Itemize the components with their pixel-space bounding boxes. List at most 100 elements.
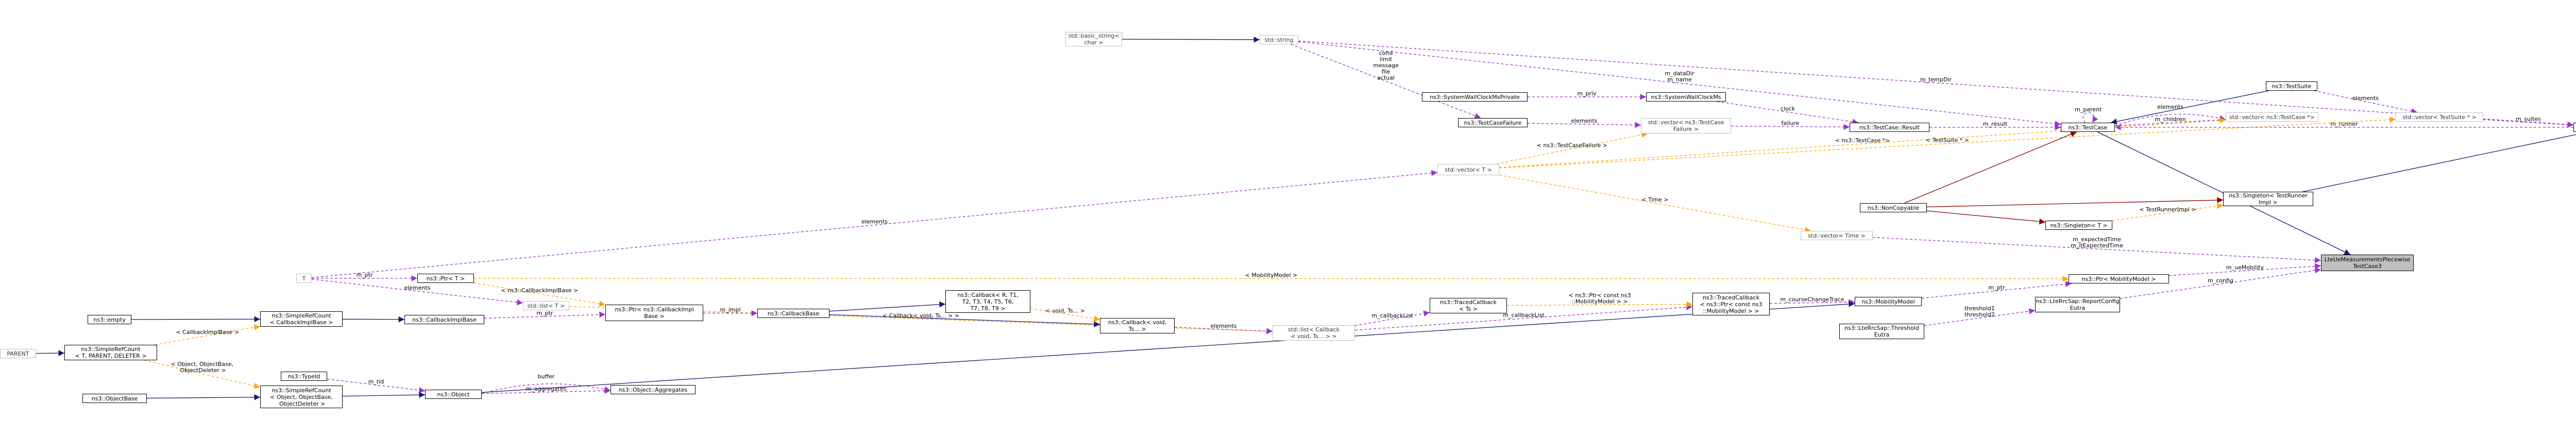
edge-tcresult-to-testcase: m_result: [1929, 121, 2061, 130]
edge-vec-t-to-vec-time: < Time >: [1499, 175, 1811, 233]
edge-line: [1921, 281, 2072, 299]
class-node-objectbase[interactable]: ns3::ObjectBase: [82, 394, 147, 403]
edge-label: failure: [1782, 120, 1800, 127]
class-node-tcresult[interactable]: ns3::TestCase::Result: [1850, 123, 1929, 132]
class-node-objaggregates[interactable]: ns3::Object::Aggregates: [611, 385, 696, 394]
edge-label: m_runner: [2331, 121, 2358, 127]
edge-src-obj-to-object: [342, 392, 426, 398]
edge-label: < void, Ts... >: [1045, 307, 1085, 314]
edge-line: [1904, 131, 2077, 204]
edge-line: [1354, 310, 1430, 326]
edge-line: [2114, 116, 2226, 126]
edge-noncopyable-to-testcase: [1904, 131, 2077, 204]
edge-object-to-mobilitymodel: [481, 301, 1855, 393]
edge-line: [311, 170, 1438, 278]
class-node-singleton-tri[interactable]: ns3::Singleton< TestRunner Impl >: [2223, 192, 2313, 206]
edge-line: [1030, 308, 1100, 322]
class-node-testrunnerimpl[interactable]: ns3::TestRunnerImpl: [2573, 123, 2576, 132]
edge-label: m_result: [1983, 121, 2008, 127]
class-node-testcasefailure[interactable]: ns3::TestCaseFailure: [1458, 118, 1528, 127]
class-node-testcase[interactable]: ns3::TestCase: [2061, 123, 2115, 132]
class-node-src-tpd[interactable]: ns3::SimpleRefCount < T, PARENT, DELETER…: [64, 345, 157, 360]
class-node-noncopyable[interactable]: ns3::NonCopyable: [1860, 203, 1927, 212]
edge-label: < MobilityModel >: [1245, 272, 1298, 278]
edge-line: [1499, 116, 2396, 169]
edge-vec-t-to-vec-tsptr: < TestSuite * >: [1499, 116, 2396, 169]
edge-label: m_children: [2155, 116, 2185, 123]
edge-noncopyable-to-singleton-t: [1926, 210, 2046, 225]
edge-typeid-to-object: m_tid: [327, 378, 426, 393]
class-node-focus[interactable]: LteUeMeasurementsPiecewise TestCase3: [2321, 255, 2414, 271]
edge-line: [2168, 263, 2321, 276]
edge-src-tpd-to-src-obj: < Object, ObjectBase, ObjectDeleter >: [144, 360, 261, 389]
class-node-empty[interactable]: ns3::empty: [88, 315, 131, 324]
edge-empty-to-src-cbimpl: [131, 316, 261, 323]
edge-line: [829, 301, 946, 312]
edge-label: < Object, ObjectBase, ObjectDeleter >: [171, 361, 233, 374]
edge-vec-t-to-vec-tcptr: < ns3::TestCase *>: [1499, 117, 2226, 168]
edge-line: [484, 311, 606, 319]
class-node-syswallclockpriv[interactable]: ns3::SystemWallClockMsPrivate: [1422, 92, 1528, 102]
edge-line: [36, 350, 65, 356]
edge-label: < ns3::Ptr< const ns3::MobilityModel > >: [1569, 292, 1631, 305]
edge-label: < ns3::CallbackImplBase >: [501, 287, 578, 294]
class-node-tracedcb-ts[interactable]: ns3::TracedCallback < Ts >: [1430, 298, 1507, 313]
class-node-vec-tcptr: std::vector< ns3::TestCase *>: [2226, 112, 2318, 122]
edge-label: < ns3::TestCaseFailure >: [1537, 142, 1607, 149]
edge-list-cb-to-tracedcb-ts: m_callbackList: [1354, 310, 1430, 326]
class-node-src-obj[interactable]: ns3::SimpleRefCount < Object, ObjectBase…: [260, 386, 343, 408]
class-node-callbackbase[interactable]: ns3::CallbackBase: [757, 309, 829, 318]
class-node-mobilitymodel[interactable]: ns3::MobilityModel: [1855, 297, 1922, 306]
edge-line: [144, 360, 261, 389]
edge-label: m_priv: [1577, 90, 1597, 97]
edge-testsuite-to-testcase: [2110, 90, 2269, 125]
class-node-callback-void[interactable]: ns3::Callback< void, Ts... >: [1100, 318, 1175, 333]
edge-label: < TestSuite * >: [1926, 137, 1969, 144]
edge-callback-void-to-list-cb: elements: [1174, 323, 1273, 334]
class-node-cbimplbase[interactable]: ns3::CallbackImplBase: [404, 315, 484, 324]
class-node-ptr-t[interactable]: ns3::Ptr< T >: [417, 274, 474, 283]
edge-callbackbase-to-callback-t: [829, 301, 946, 312]
edge-label: elements: [1210, 323, 1236, 329]
class-node-typeid[interactable]: ns3::TypeId: [281, 372, 327, 381]
edge-line: [311, 279, 523, 306]
edge-label: elements: [861, 219, 888, 225]
edge-object-to-objaggregates: buffer: [481, 373, 611, 394]
edge-label: < CallbackImplBase >: [176, 329, 239, 336]
edge-label: m_impl: [720, 307, 740, 313]
class-node-src-cbimpl[interactable]: ns3::SimpleRefCount < CallbackImplBase >: [260, 311, 343, 327]
edge-label: m_ptr: [1988, 284, 2005, 291]
edge-line: [1499, 175, 1811, 233]
edge-std-string-to-testrunnerimpl: m_tempDir: [1298, 40, 2574, 128]
class-node-thresholdeutra[interactable]: ns3::LteRrcSap::Threshold Eutra: [1839, 324, 1924, 339]
edge-t-to-vec-t: elements: [311, 170, 1438, 278]
edge-testcasefailure-to-vec-tcf: elements: [1527, 118, 1641, 128]
edge-label: m_ptr: [356, 272, 373, 278]
class-node-syswallclock[interactable]: ns3::SystemWallClockMs: [1646, 92, 1726, 102]
edge-t-to-ptr-t: m_ptr: [312, 272, 417, 281]
class-node-std-string: std::string: [1260, 35, 1298, 44]
edge-line: [1499, 117, 2226, 168]
class-node-callback-t[interactable]: ns3::Callback< R, T1, T2, T3, T4, T5, T6…: [945, 290, 1030, 313]
edge-label: m_ptr: [536, 310, 553, 316]
edge-label: m_tempDir: [1920, 76, 1952, 83]
class-node-tracedcb-mm[interactable]: ns3::TracedCallback < ns3::Ptr< const ns…: [1692, 293, 1770, 315]
edge-singleton-tri-to-testrunnerimpl: [2302, 134, 2576, 192]
edge-line: [829, 314, 1100, 327]
edge-line: [2313, 90, 2418, 114]
class-node-reportconfig[interactable]: ns3::LteRrcSap::ReportConfig Eutra: [2035, 297, 2120, 312]
edge-label: buffer: [538, 373, 555, 380]
class-node-ptr-mm[interactable]: ns3::Ptr< MobilityModel >: [2069, 274, 2169, 283]
class-node-ptr-cbimpl[interactable]: ns3::Ptr< ns3::CallbackImpl Base >: [605, 305, 703, 321]
class-node-singleton-t[interactable]: ns3::Singleton< T >: [2045, 221, 2112, 230]
class-node-testsuite[interactable]: ns3::TestSuite: [2266, 81, 2317, 91]
class-node-object[interactable]: ns3::Object: [425, 390, 482, 399]
edge-vec-t-to-vec-tcf: < ns3::TestCaseFailure >: [1496, 131, 1648, 164]
edge-line: [1506, 301, 1693, 308]
edge-label: m_aggregates: [526, 386, 567, 392]
